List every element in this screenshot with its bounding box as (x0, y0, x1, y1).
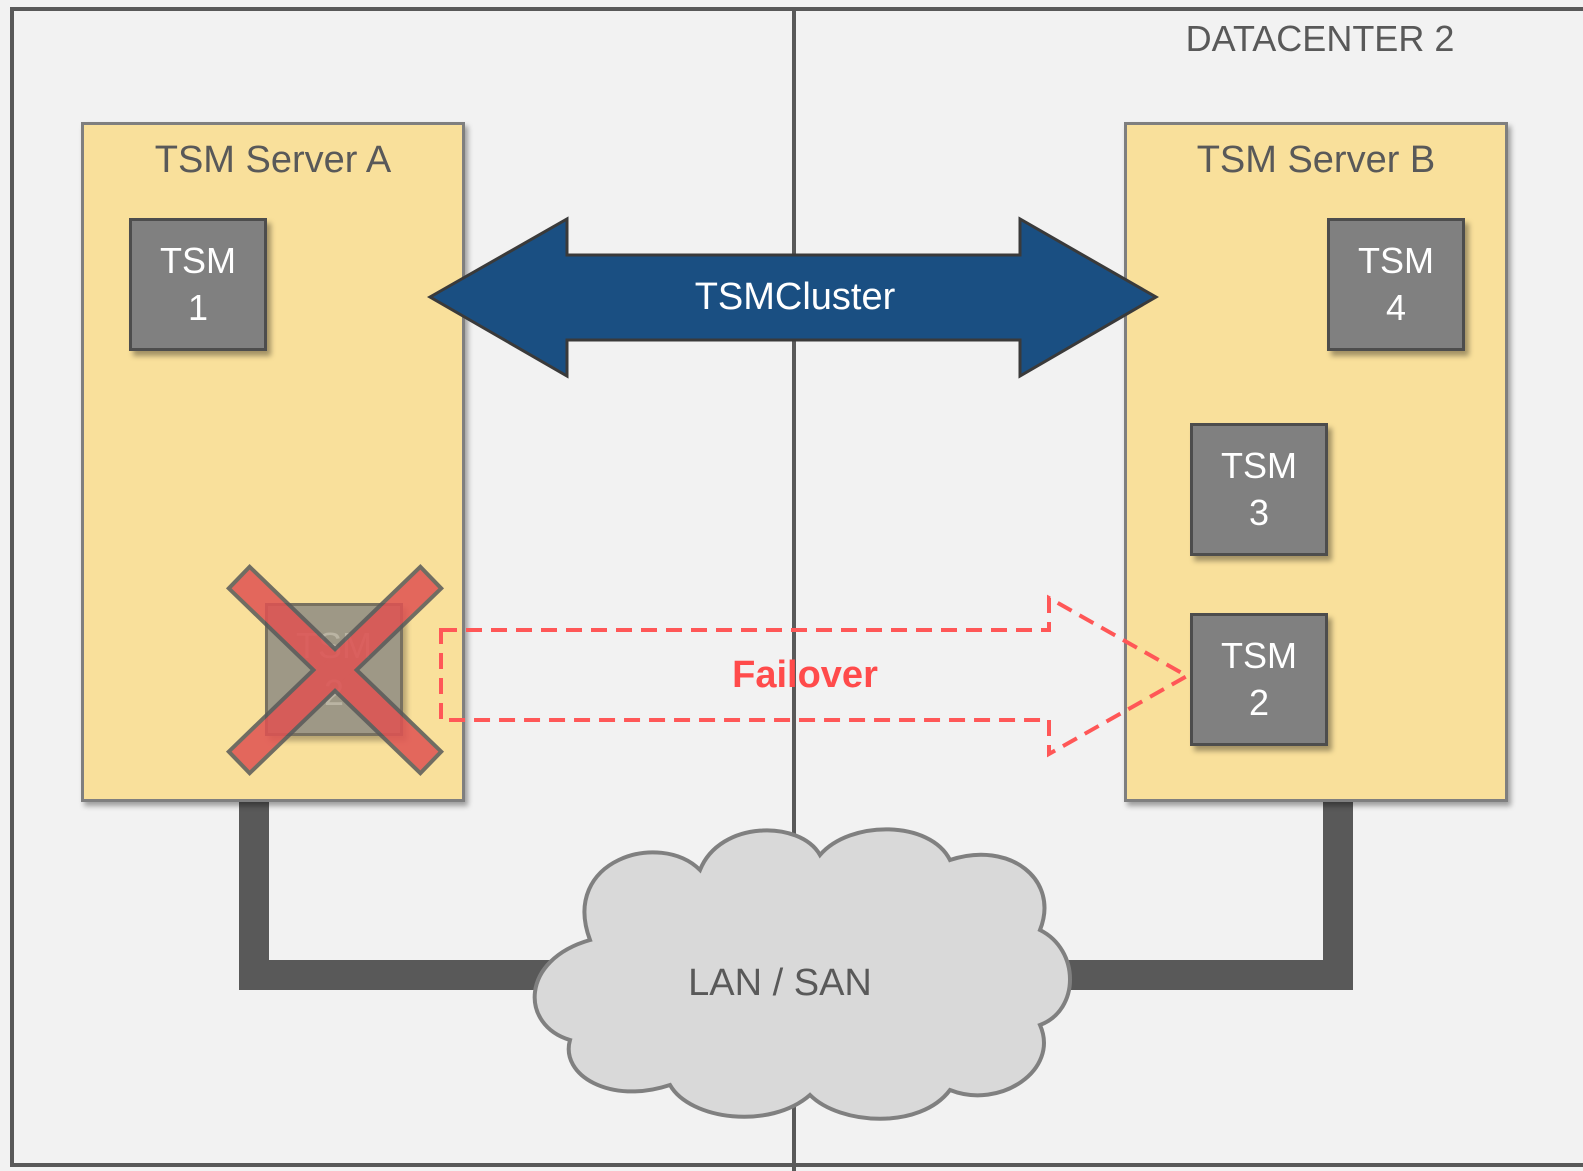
server-b: TSM Server B TSM 4 TSM 3 TSM 2 (1124, 122, 1508, 802)
tsm-instance-1: TSM 1 (129, 218, 267, 351)
tsm-instance-label: TSM (160, 239, 236, 281)
server-a-title: TSM Server A (154, 139, 392, 181)
tsm-instance-4: TSM 4 (1327, 218, 1465, 351)
tsm-instance-2: TSM 2 (1190, 613, 1328, 746)
server-b-title: TSM Server B (1196, 139, 1436, 181)
tsm-instance-label: TSM (1221, 634, 1297, 676)
tsm-instance-number: 4 (1385, 286, 1407, 328)
tsm-instance-number: 3 (1248, 491, 1270, 533)
network-cloud-icon (532, 827, 1072, 1121)
failover-label: Failover (732, 654, 878, 696)
link-server-a-network (239, 802, 560, 990)
datacenter-label: DATACENTER 2 (1185, 18, 1455, 59)
server-a: TSM Server A TSM 1 TSM 2 (81, 122, 465, 802)
link-server-b-network (1040, 802, 1353, 990)
tsm-instance-number: 2 (1248, 681, 1270, 723)
cluster-double-arrow (426, 216, 1160, 379)
cluster-label: TSMCluster (694, 276, 896, 318)
tsm-instance-3: TSM 3 (1190, 423, 1328, 556)
tsm-instance-number: 1 (187, 286, 209, 328)
failover-arrow (439, 594, 1192, 758)
tsm-instance-label: TSM (1221, 444, 1297, 486)
failure-x-icon (225, 563, 445, 777)
network-label: LAN / SAN (688, 962, 872, 1004)
datacenter-divider (792, 7, 796, 1171)
tsm-instance-label: TSM (1358, 239, 1434, 281)
